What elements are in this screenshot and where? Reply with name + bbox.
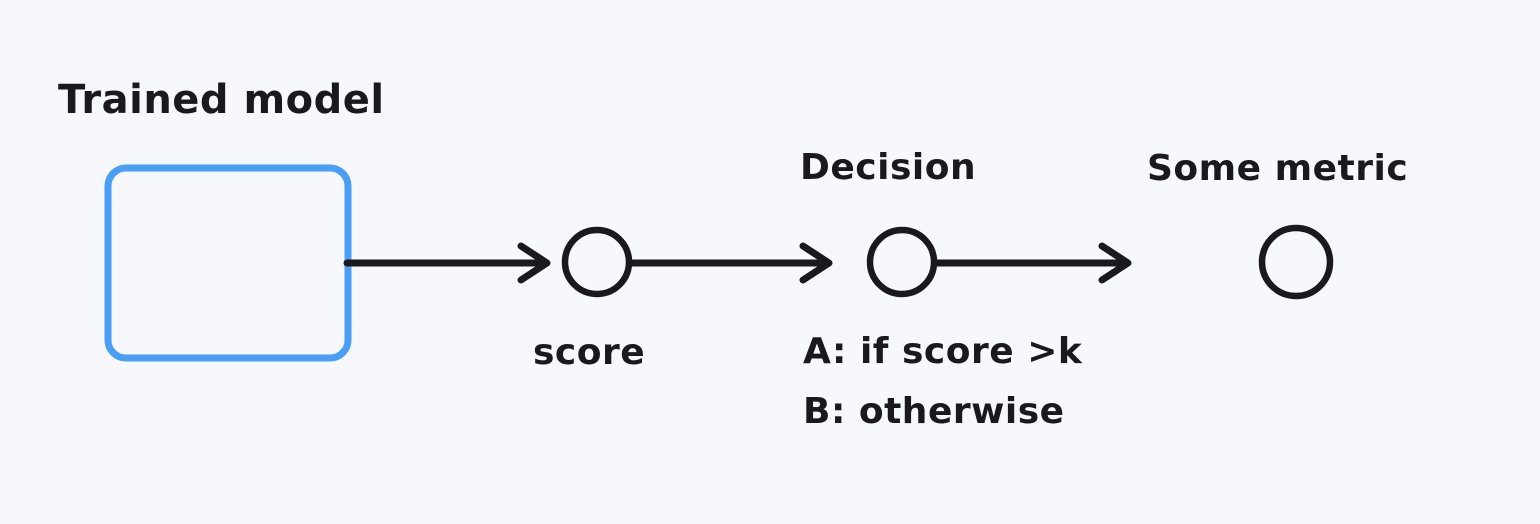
decision-rule-b-text: B: otherwise (803, 391, 1065, 432)
decision-rule-a-text: A: if score >k (803, 331, 1083, 372)
decision-label: Decision (800, 147, 977, 188)
trained-model-box[interactable] (104, 164, 352, 362)
arrow-model-to-score (343, 242, 551, 284)
decision-node-circle[interactable] (866, 226, 938, 298)
score-node-circle[interactable] (561, 226, 633, 298)
some-metric-label: Some metric (1147, 148, 1409, 189)
score-label: score (533, 332, 646, 373)
trained-model-label: Trained model (58, 77, 385, 123)
metric-node-circle[interactable] (1258, 224, 1334, 300)
arrow-decision-to-metric (933, 242, 1132, 284)
arrow-score-to-decision (628, 242, 833, 284)
